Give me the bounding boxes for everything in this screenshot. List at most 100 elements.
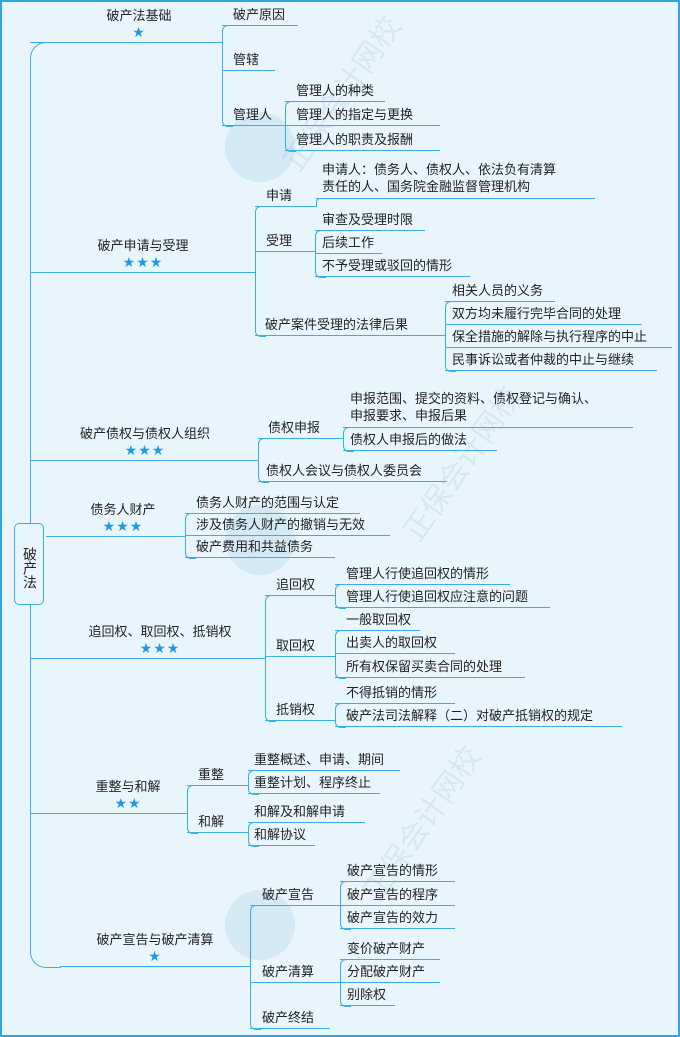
node-label: 双方均未履行完毕合同的处理 <box>452 307 622 322</box>
bracket-connector <box>335 584 346 609</box>
node-underline <box>185 535 390 536</box>
bracket-connector <box>285 101 296 152</box>
bracket-connector <box>185 513 196 559</box>
node-label: 抵销权 <box>276 703 316 718</box>
node-underline <box>222 125 285 126</box>
importance-stars: ★★ <box>114 796 142 812</box>
node-underline <box>340 1005 395 1006</box>
node-underline <box>340 982 440 983</box>
node-underline <box>265 595 335 596</box>
node-underline <box>445 301 555 302</box>
node-label: 重整概述、申请、期间 <box>254 753 385 768</box>
importance-stars: ★★★ <box>122 255 164 271</box>
node-label: 管理人 <box>233 108 273 123</box>
node-label: 和解 <box>198 815 225 830</box>
node-label: 分配破产财产 <box>347 965 426 980</box>
bracket-connector <box>335 703 346 728</box>
node-label: 破产原因 <box>233 8 286 23</box>
branch-title: 破产债权与债权人组织 <box>79 427 211 442</box>
node-underline <box>185 557 335 558</box>
node-label: 别除权 <box>347 988 387 1003</box>
branch-line <box>46 536 185 537</box>
node-underline <box>250 905 340 906</box>
node-label: 相关人员的义务 <box>452 284 544 299</box>
node-underline <box>250 1028 330 1029</box>
node-underline <box>248 845 315 846</box>
node-underline <box>255 335 445 336</box>
node-underline <box>222 70 275 71</box>
node-underline <box>285 125 440 126</box>
node-label: 破产法司法解释（二）对破产抵销权的规定 <box>346 709 594 724</box>
node-label: 重整计划、程序终止 <box>254 776 372 791</box>
node-label: 债权人申报后的做法 <box>350 433 468 448</box>
node-label: 破产终结 <box>262 1011 315 1026</box>
branch-title: 破产宣告与破产清算 <box>96 933 214 948</box>
watermark-logo <box>225 890 295 960</box>
node-label: 管理人行使追回权应注意的问题 <box>346 590 529 605</box>
branch-title: 债务人财产 <box>90 503 156 518</box>
node-label: 管辖 <box>233 53 260 68</box>
node-underline <box>340 959 440 960</box>
importance-stars: ★★★ <box>102 519 144 535</box>
node-label: 不得抵销的情形 <box>346 686 438 701</box>
node-label: 一般取回权 <box>346 613 412 628</box>
node-underline <box>335 677 525 678</box>
node-label: 破产宣告的情形 <box>347 864 439 879</box>
node-label: 审查及受理时限 <box>322 213 414 228</box>
node-underline <box>285 150 440 151</box>
branch-line <box>30 272 255 273</box>
node-underline <box>316 198 595 199</box>
node-underline <box>265 720 335 721</box>
node-underline <box>250 982 340 983</box>
node-label: 破产费用和共益债务 <box>196 540 314 555</box>
node-underline <box>340 905 455 906</box>
node-underline <box>255 206 316 207</box>
node-underline <box>445 370 657 371</box>
branch-line <box>60 966 250 967</box>
node-underline <box>445 347 672 348</box>
node-underline <box>340 881 455 882</box>
node-underline <box>335 703 455 704</box>
bracket-connector <box>265 595 276 722</box>
node-underline <box>315 276 470 277</box>
branch-line <box>30 658 265 659</box>
node-underline <box>248 770 400 771</box>
node-underline <box>255 251 315 252</box>
node-underline <box>335 607 550 608</box>
node-underline <box>315 253 382 254</box>
node-underline <box>187 785 248 786</box>
node-underline <box>335 584 510 585</box>
branch-line <box>30 42 222 43</box>
node-label: 管理人行使追回权的情形 <box>346 567 490 582</box>
root-node: 破产法 <box>14 523 44 605</box>
bracket-connector <box>316 198 327 207</box>
node-label-line: 责任的人、国务院金融监督管理机构 <box>322 180 531 195</box>
node-label: 不予受理或驳回的情形 <box>322 259 453 274</box>
node-label-line: 申请人：债务人、债权人、依法负有清算 <box>322 163 557 178</box>
node-underline <box>248 793 380 794</box>
importance-stars: ★★★ <box>124 443 166 459</box>
node-label: 和解及和解申请 <box>254 805 346 820</box>
branch-title: 破产申请与受理 <box>97 239 189 254</box>
node-label: 债务人财产的范围与认定 <box>196 496 340 511</box>
node-label: 和解协议 <box>254 828 307 843</box>
node-label: 出卖人的取回权 <box>346 636 438 651</box>
node-underline <box>315 230 425 231</box>
node-underline <box>335 726 622 727</box>
importance-stars: ★ <box>148 949 162 965</box>
node-label: 管理人的指定与更换 <box>296 108 414 123</box>
node-label: 所有权保留买卖合同的处理 <box>346 660 503 675</box>
node-underline <box>258 438 343 439</box>
branch-title: 追回权、取回权、抵销权 <box>88 625 232 640</box>
bracket-connector <box>187 785 198 834</box>
node-label: 取回权 <box>276 639 316 654</box>
watermark-logo <box>225 505 295 575</box>
node-underline <box>340 928 455 929</box>
node-label: 追回权 <box>276 578 316 593</box>
node-label: 受理 <box>266 234 293 249</box>
node-underline <box>335 630 420 631</box>
node-label: 涉及债务人财产的撤销与无效 <box>196 518 366 533</box>
node-label: 管理人的职责及报酬 <box>296 133 414 148</box>
node-label: 债权人会议与债权人委员会 <box>266 464 423 479</box>
